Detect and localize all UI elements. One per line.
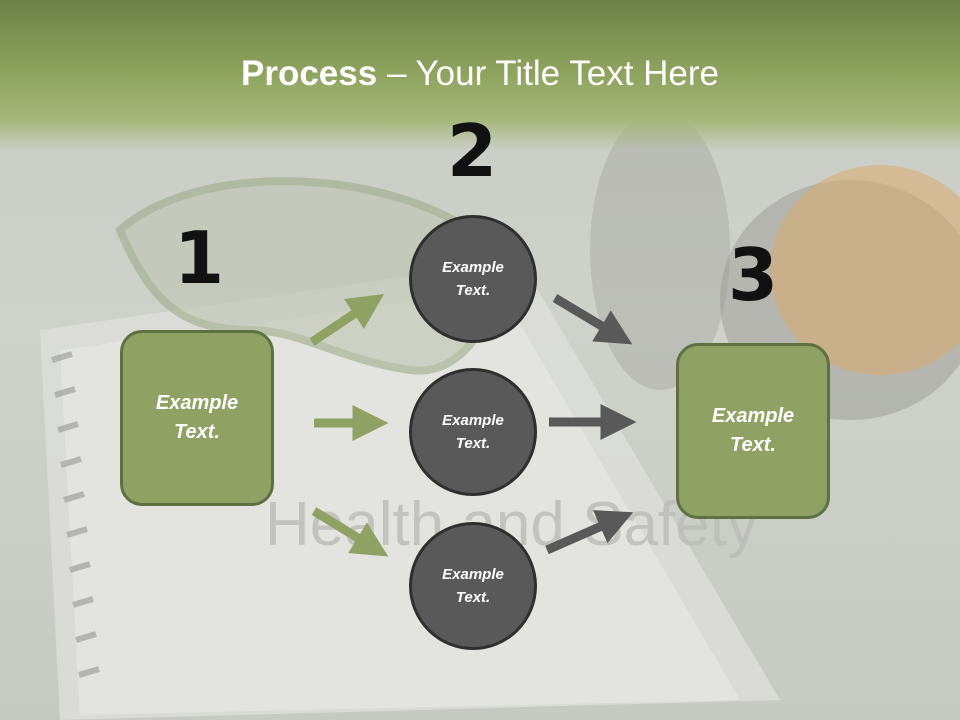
step-1-box[interactable]: Example Text.	[120, 330, 274, 506]
circle-top-text: Example Text.	[442, 259, 504, 299]
step-number-1: 1	[173, 216, 225, 300]
arrow-bottom-to-3	[545, 510, 634, 555]
step-3-box-text: Example Text.	[711, 405, 795, 456]
step-1-box-text: Example Text.	[155, 392, 239, 443]
step-3-box[interactable]: Example Text.	[676, 343, 830, 519]
slide-title[interactable]: Process – Your Title Text Here	[0, 52, 960, 96]
step-2-circle-bottom[interactable]: Example Text.	[409, 522, 537, 650]
step-number-2: 2	[446, 109, 498, 193]
step-2-circle-top[interactable]: Example Text.	[409, 215, 537, 343]
step-2-circle-middle[interactable]: Example Text.	[409, 368, 537, 496]
title-bold: Process	[241, 54, 378, 93]
title-band	[0, 0, 960, 150]
arrow-top-to-3	[552, 294, 633, 345]
arrow-1-to-top	[309, 294, 384, 346]
circle-bottom-text: Example Text.	[442, 566, 504, 606]
arrow-1-to-bottom	[311, 507, 389, 557]
title-rest: – Your Title Text Here	[377, 54, 719, 93]
circle-middle-text: Example Text.	[442, 412, 504, 452]
step-number-3: 3	[727, 233, 779, 317]
